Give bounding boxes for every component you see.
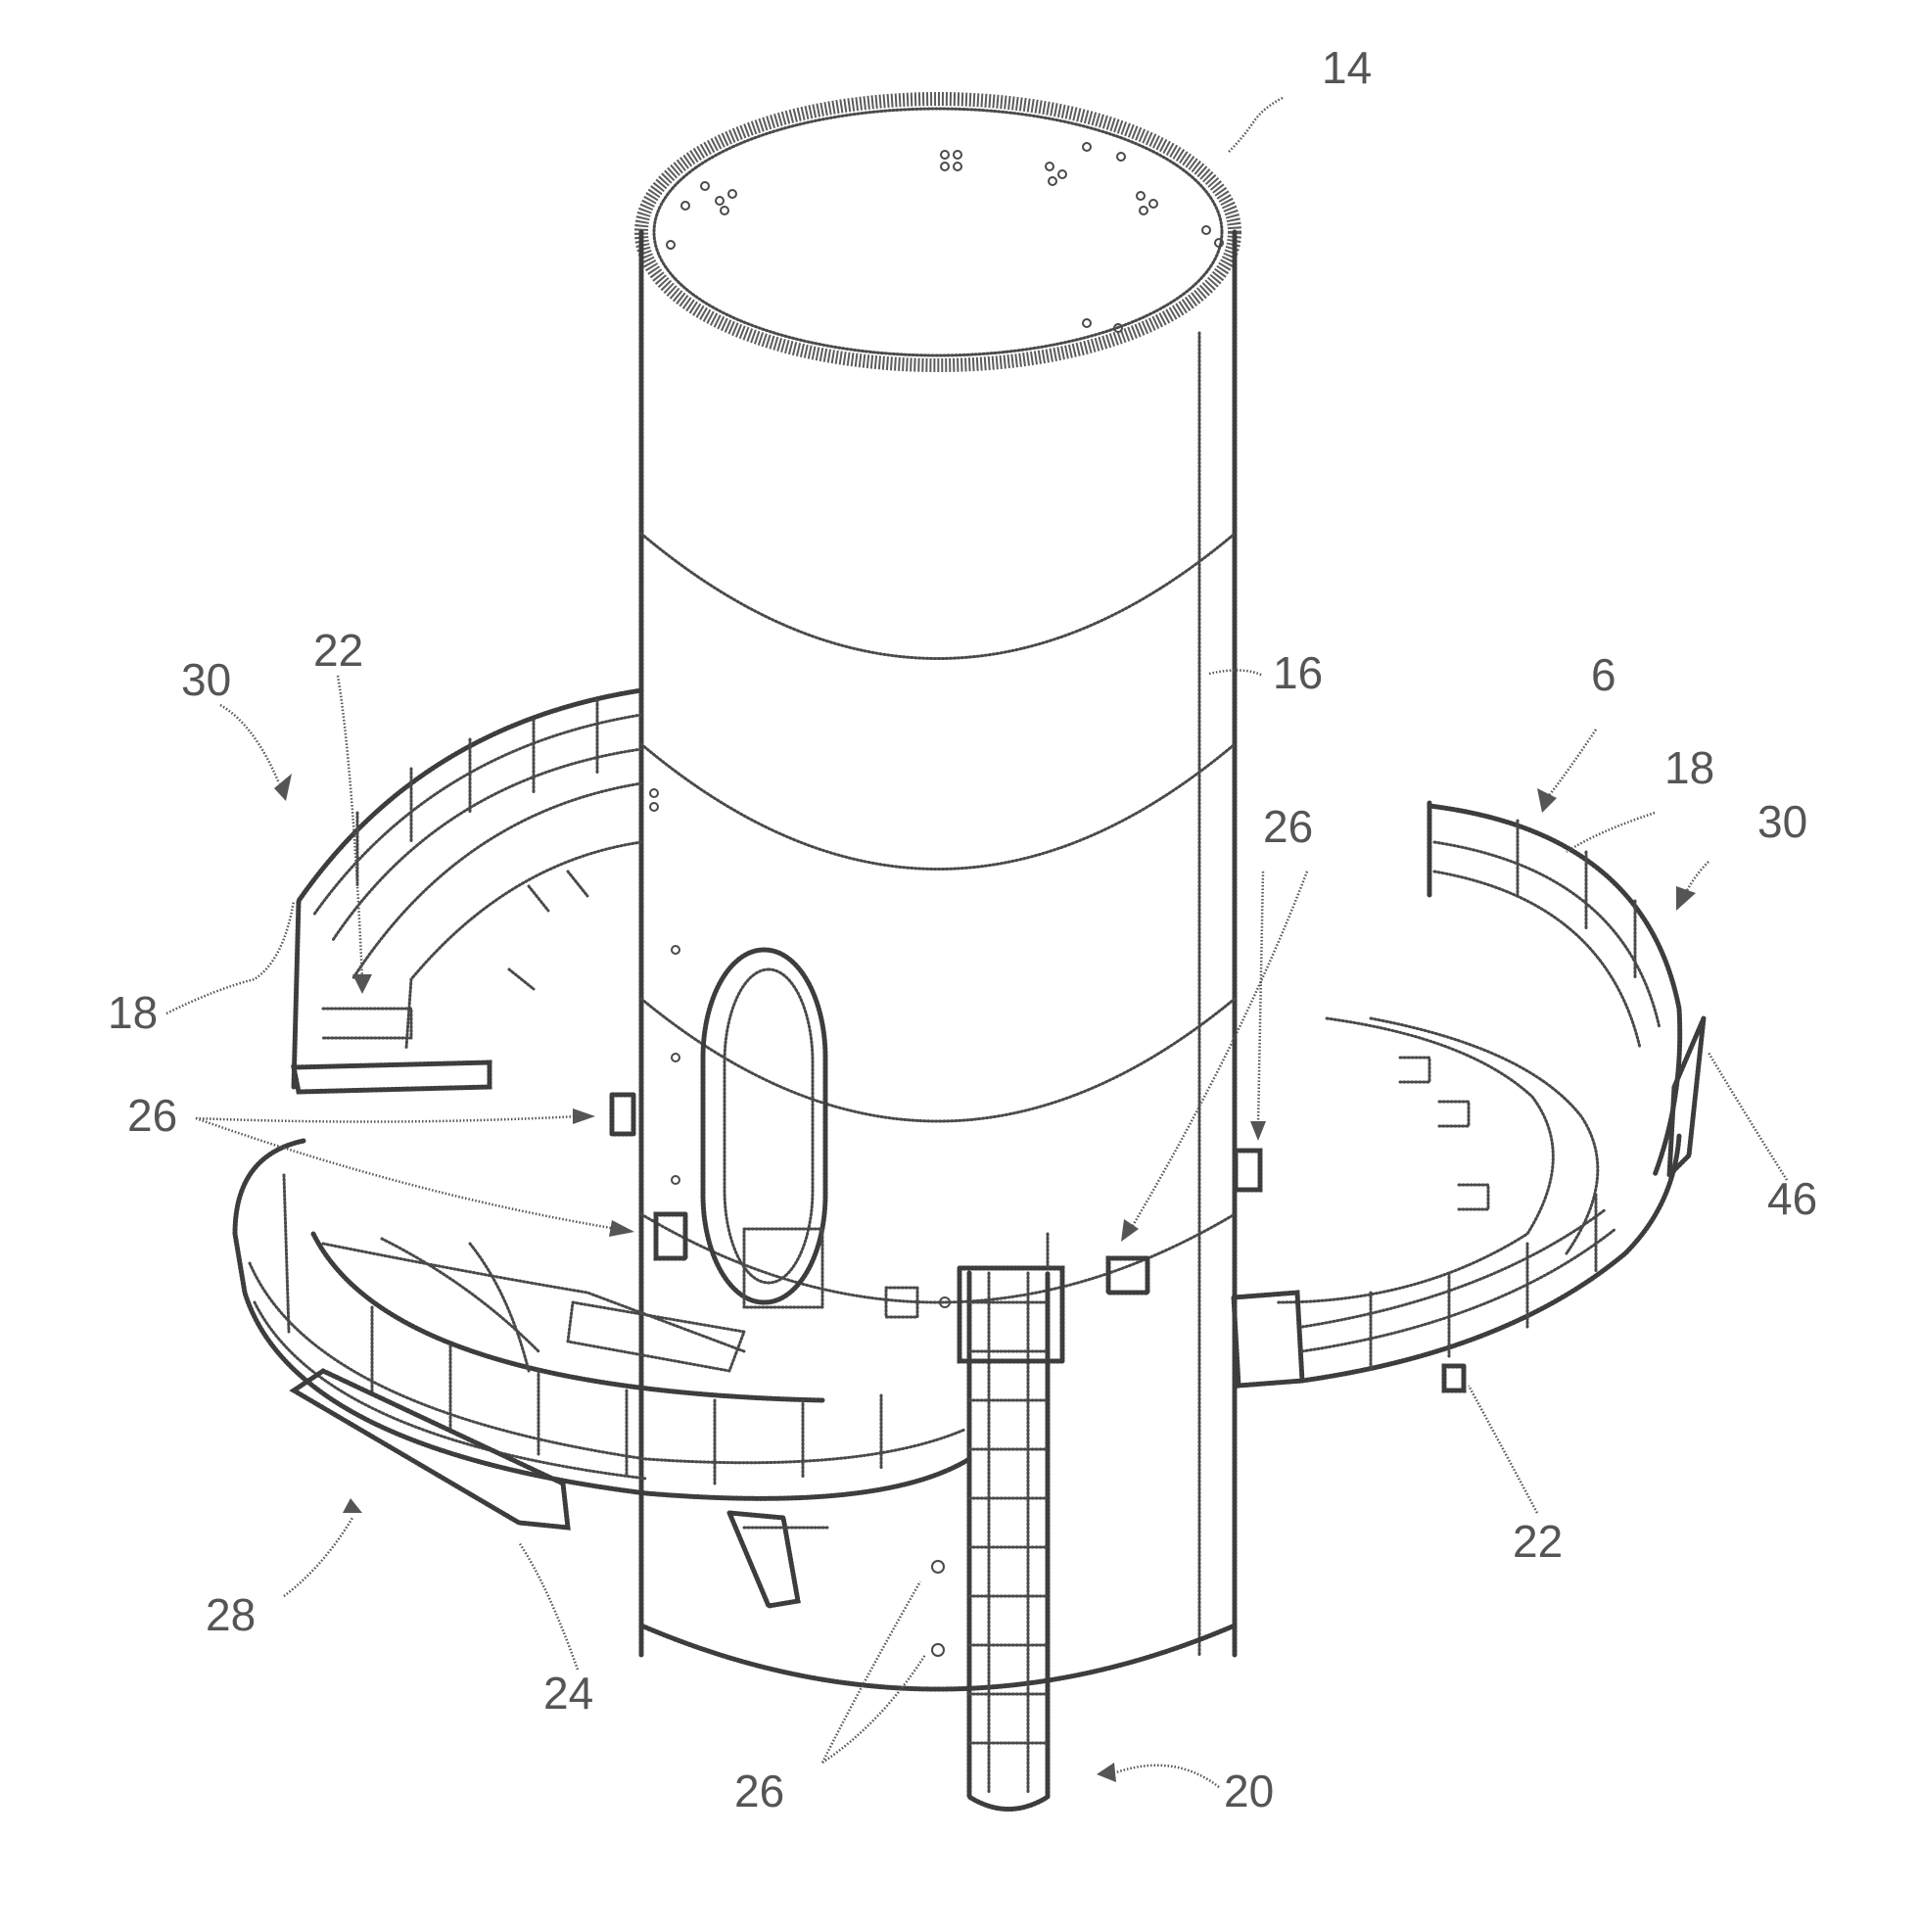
tower <box>612 99 1260 1689</box>
bolt-holes <box>667 143 1223 332</box>
label-bracket-right: 26 <box>1263 801 1313 852</box>
platform-end-plate-right <box>1234 1293 1302 1386</box>
tower-bracket-left-upper <box>612 1095 633 1134</box>
ladder-cage <box>969 1273 1048 1810</box>
tower-bracket-right-upper <box>1236 1151 1260 1190</box>
label-tower-shell: 16 <box>1273 647 1323 698</box>
tower-inner-rim <box>654 109 1222 355</box>
inner-curb-right <box>1278 1018 1553 1302</box>
tower-seam-1 <box>641 534 1235 659</box>
beam-right <box>1444 1366 1464 1390</box>
label-railing-right: 18 <box>1664 742 1714 793</box>
tower-bracket-right-lower <box>1108 1258 1147 1293</box>
deck-plate <box>568 1302 744 1371</box>
label-hatch-plate: 46 <box>1767 1173 1817 1224</box>
platform-upper-left <box>294 690 641 1092</box>
ladder <box>960 1234 1062 1810</box>
label-tower-top-rim: 14 <box>1322 42 1372 93</box>
platform-lower-left <box>235 1141 969 1528</box>
label-bracket-bottom: 26 <box>734 1766 784 1816</box>
label-platform-left: 30 <box>181 654 231 705</box>
hatch-plate <box>1669 1018 1704 1175</box>
platform-right <box>1234 803 1704 1390</box>
label-bracket-left: 26 <box>127 1090 177 1141</box>
railing-top-rail-lower <box>235 1141 969 1498</box>
tower-seam-2 <box>641 744 1235 870</box>
label-support-arm: 24 <box>543 1668 593 1719</box>
label-lower-platform: 28 <box>206 1589 256 1640</box>
tower-door <box>703 950 825 1307</box>
label-platform-right-assembly: 6 <box>1591 649 1616 700</box>
platform-end-plate-left <box>294 1062 490 1092</box>
inner-curb-left <box>406 842 641 1048</box>
label-beam-upper-left: 22 <box>313 625 363 676</box>
railing-top-rail-left <box>294 690 641 1087</box>
railing-lower-rail-right <box>1302 1136 1679 1381</box>
label-platform-right: 30 <box>1757 796 1807 847</box>
tower-bottom-edge <box>641 1626 1235 1689</box>
inner-deck-edge <box>313 1234 822 1400</box>
reference-numerals: 14 16 30 22 18 26 6 18 30 26 46 22 28 24… <box>108 42 1817 1816</box>
support-arm <box>294 1371 568 1528</box>
label-ladder: 20 <box>1224 1766 1274 1816</box>
tower-top-rim <box>641 99 1235 365</box>
railing-top-rail-right <box>1429 806 1680 1175</box>
ladder-rungs <box>969 1302 1048 1743</box>
label-beam-lower-right: 22 <box>1513 1516 1563 1567</box>
label-railing-left: 18 <box>108 987 158 1038</box>
